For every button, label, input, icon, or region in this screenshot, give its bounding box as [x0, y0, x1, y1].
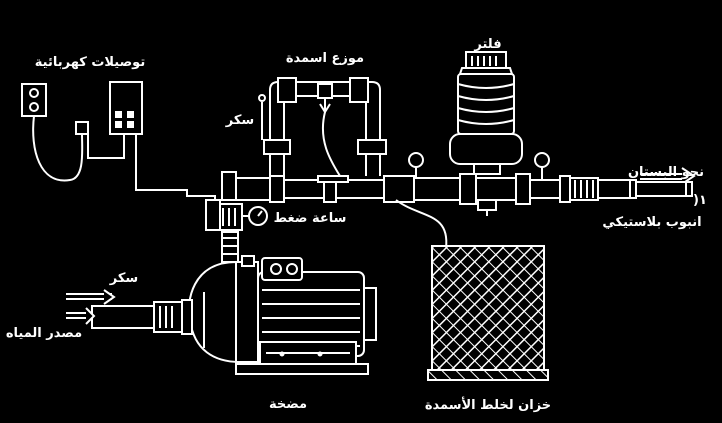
label-pump: مضخة	[269, 397, 307, 412]
water-source-arrow	[66, 307, 96, 325]
control-box	[109, 81, 143, 135]
suction-pipe	[91, 299, 193, 335]
fertilizer-distributor	[258, 77, 387, 183]
cable-plug-box	[87, 128, 125, 159]
electrical-outlet	[21, 83, 47, 117]
label-to-garden: نحو البستان	[628, 165, 704, 180]
label-filter: فلتر	[473, 37, 501, 52]
hose-to-tank	[395, 199, 448, 249]
mixing-tank	[427, 245, 549, 381]
cable-to-pump	[135, 134, 216, 210]
label-valve-left: سكر	[109, 271, 138, 286]
pressure-gauge-right	[534, 152, 550, 180]
cable-outlet	[32, 115, 84, 182]
pressure-gauge-riser	[242, 206, 268, 226]
label-mixing-tank: خزان لخلط الأسمدة	[425, 396, 551, 413]
label-valve-top: سكر	[225, 113, 254, 128]
label-electrical: توصيلات كهربائية	[35, 55, 145, 70]
plug	[75, 121, 89, 135]
label-marker: ١(	[693, 193, 707, 208]
pump-motor	[187, 255, 377, 375]
label-plastic-pipe: انبوب بلاستيكي	[602, 215, 701, 230]
main-pipe	[235, 173, 637, 205]
outlet-arrow	[635, 167, 696, 197]
label-fertilizer-distributor: موزع اسمدة	[286, 51, 364, 66]
valve-left-arrow	[66, 289, 116, 305]
pressure-gauge-left	[408, 152, 424, 178]
label-water-source: مصدر المياه	[6, 326, 82, 341]
label-pressure-gauge: ساعة ضغط	[274, 211, 347, 226]
filter	[449, 51, 523, 216]
